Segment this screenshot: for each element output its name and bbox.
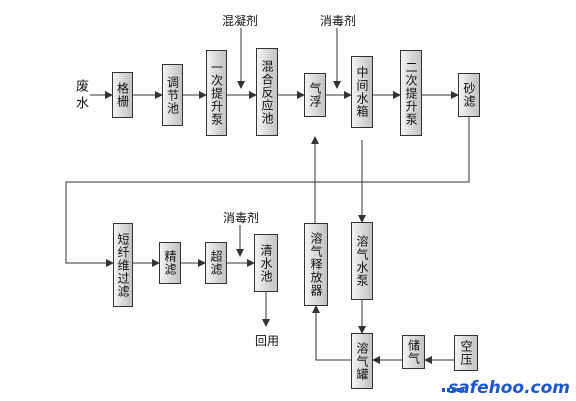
- node-middle-tank-label: 中间水箱: [355, 66, 369, 118]
- node-releaser: 溶气释放器: [304, 223, 328, 306]
- node-releaser-label: 溶气释放器: [309, 232, 323, 297]
- node-fine-filter: 精滤: [159, 242, 181, 284]
- node-fiber-filter: 短纤维过滤: [113, 223, 133, 307]
- node-sand-filter: 砂滤: [458, 73, 480, 117]
- node-dissolved-pump-label: 溶气水泵: [355, 235, 369, 287]
- node-air-flotation: 气浮: [304, 73, 326, 117]
- node-compressor-label: 空压: [459, 340, 473, 366]
- node-air-flotation-label: 气浮: [308, 82, 322, 108]
- waste-water-label: 废水: [73, 79, 88, 113]
- node-ultra-filter-label: 超滤: [209, 250, 223, 276]
- node-ultra-filter: 超滤: [205, 242, 227, 284]
- node-dissolved-tank: 溶气罐: [351, 333, 373, 389]
- node-fine-filter-label: 精滤: [163, 250, 177, 276]
- coagulant-label: 混凝剂: [222, 14, 259, 28]
- node-middle-tank: 中间水箱: [351, 56, 373, 128]
- reuse-label: 回用: [255, 334, 280, 348]
- node-dissolved-tank-label: 溶气罐: [355, 341, 369, 381]
- node-mixing-tank: 混合反应池: [256, 48, 278, 136]
- arrow-sand-to-fiber: [65, 117, 470, 267]
- node-lift-pump-1: 一次提升泵: [206, 50, 227, 136]
- node-compressor: 空压: [454, 335, 478, 371]
- node-storage-label: 储气: [406, 339, 421, 365]
- node-storage: 储气: [402, 335, 425, 369]
- arrow-tank-to-releaser: [312, 305, 351, 361]
- node-mixing-tank-label: 混合反应池: [260, 59, 274, 125]
- watermark: safehoo.com: [448, 378, 570, 398]
- node-equalization: 调节池: [162, 64, 183, 126]
- watermark-dots: [442, 388, 464, 392]
- disinfectant-top-label: 消毒剂: [320, 14, 357, 28]
- node-dissolved-pump: 溶气水泵: [351, 222, 373, 300]
- node-sand-filter-label: 砂滤: [462, 82, 476, 108]
- node-clear-tank-label: 清水池: [259, 243, 273, 283]
- node-grille: 格栅: [112, 72, 133, 118]
- node-clear-tank: 清水池: [254, 234, 278, 292]
- node-equalization-label: 调节池: [165, 75, 180, 115]
- node-lift-pump-2: 二次提升泵: [400, 50, 422, 136]
- node-lift-pump-1-label: 一次提升泵: [209, 60, 224, 126]
- node-fiber-filter-label: 短纤维过滤: [116, 232, 130, 298]
- node-lift-pump-2-label: 二次提升泵: [404, 60, 418, 126]
- disinfectant-bottom-label: 消毒剂: [223, 211, 260, 225]
- node-grille-label: 格栅: [115, 82, 130, 108]
